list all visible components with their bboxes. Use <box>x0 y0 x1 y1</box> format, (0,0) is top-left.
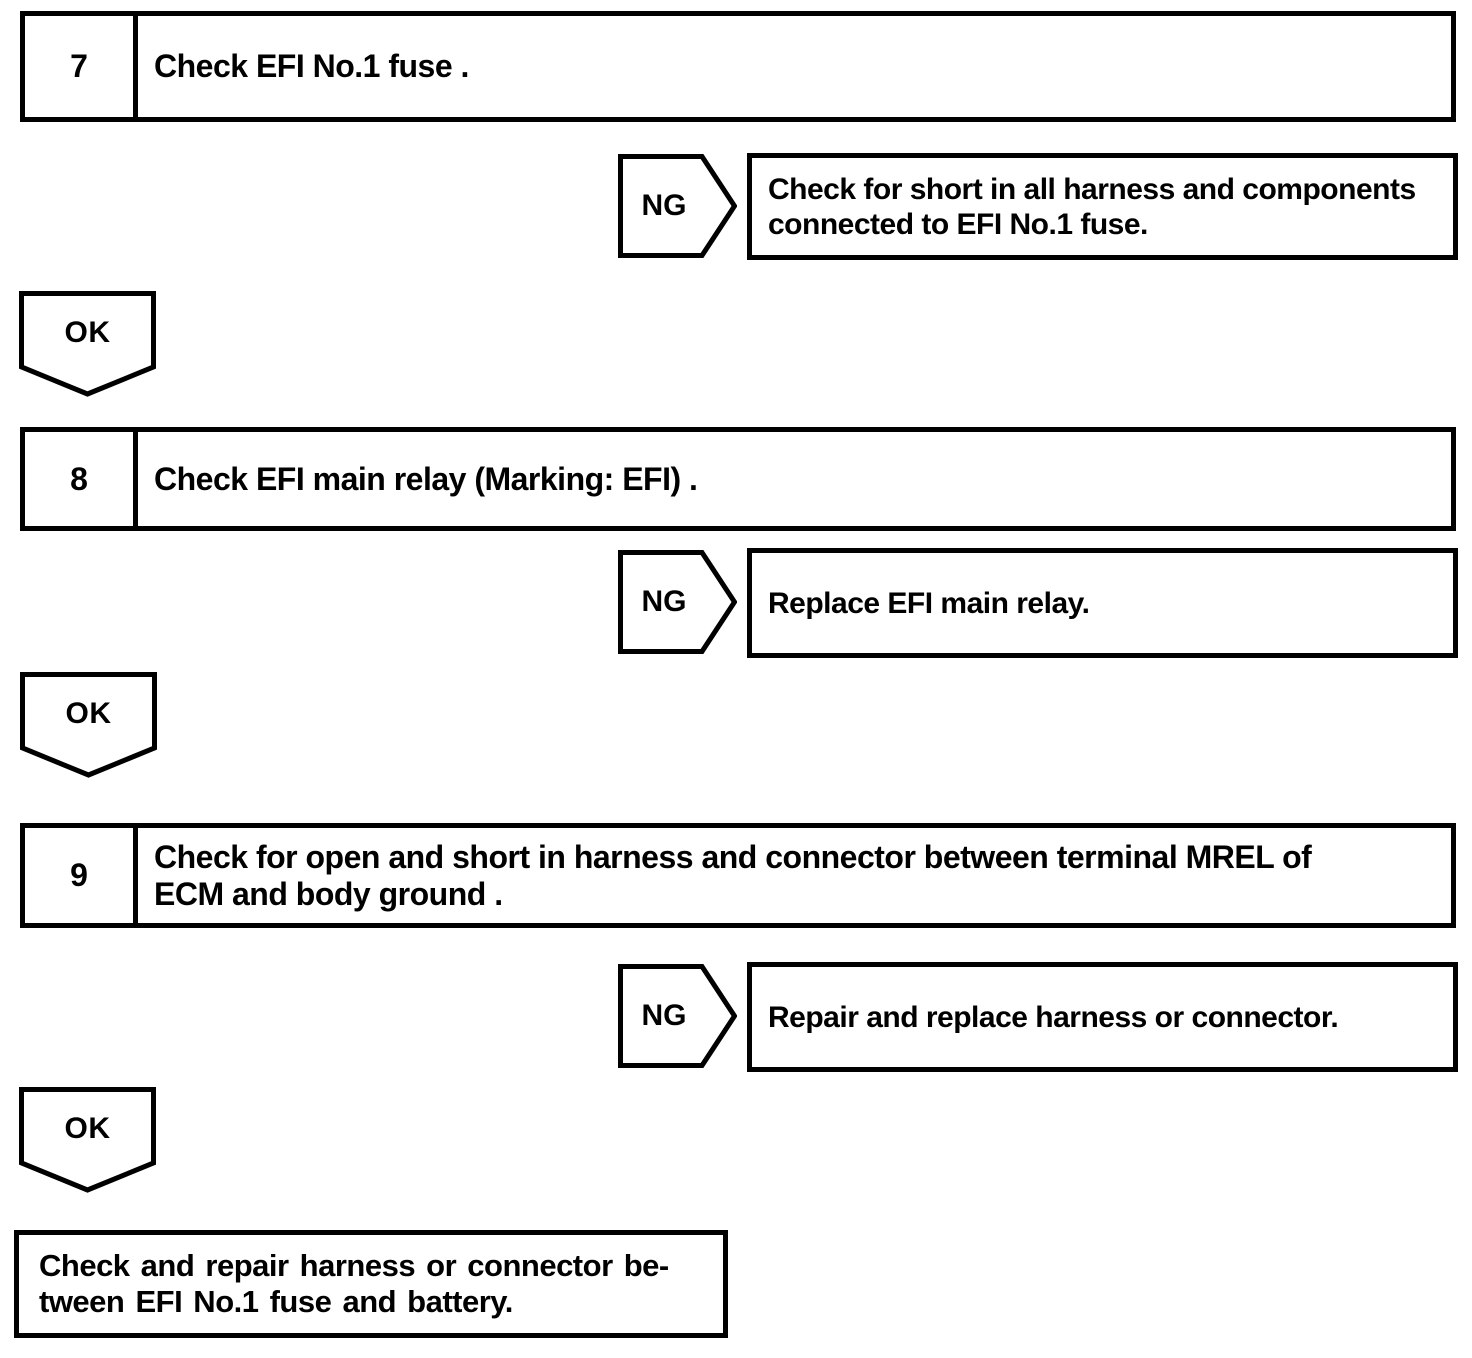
ng-action-line: Replace EFI main relay. <box>768 586 1090 620</box>
ok-label: OK <box>64 316 111 349</box>
ng-pentagon-shape <box>618 550 737 654</box>
ng-label: NG <box>641 999 687 1032</box>
ok-pentagon-shape <box>19 1087 156 1193</box>
ok-arrow-icon: OK <box>20 672 157 778</box>
step-7-number: 7 <box>25 16 138 117</box>
ng-arrow-icon: NG <box>618 154 737 258</box>
step-9-box: 9 Check for open and short in harness an… <box>20 823 1456 928</box>
ng-label: NG <box>641 189 687 222</box>
step-9-title-line: Check for open and short in harness and … <box>154 838 1312 875</box>
step-9-title-line: ECM and body ground . <box>154 875 503 912</box>
ng-action-box-3: Repair and replace harness or connector. <box>747 962 1458 1072</box>
ng-arrow-icon: NG <box>618 550 737 654</box>
ok-label: OK <box>65 697 112 730</box>
step-8-title-text: Check EFI main relay (Marking: EFI) . <box>154 460 698 497</box>
ok-label: OK <box>64 1112 111 1145</box>
ok-pentagon-shape <box>20 672 157 778</box>
ng-action-box-2: Replace EFI main relay. <box>747 548 1458 658</box>
ng-pentagon-shape <box>618 964 737 1068</box>
ng-action-line: connected to EFI No.1 fuse. <box>768 207 1148 241</box>
ok-arrow-icon: OK <box>19 291 156 397</box>
ng-label: NG <box>641 585 687 618</box>
ng-action-line: Check for short in all harness and compo… <box>768 172 1416 206</box>
final-action-box: Check and repair harness or connector be… <box>14 1230 728 1338</box>
final-action-line: Check and repair harness or connector be… <box>39 1248 669 1283</box>
final-action-line: tween EFI No.1 fuse and battery. <box>39 1284 513 1319</box>
step-8-number: 8 <box>25 432 138 526</box>
step-8-box: 8 Check EFI main relay (Marking: EFI) . <box>20 427 1456 531</box>
ng-action-line: Repair and replace harness or connector. <box>768 1000 1339 1034</box>
ok-pentagon-shape <box>19 291 156 397</box>
ng-arrow-icon: NG <box>618 964 737 1068</box>
step-9-title: Check for open and short in harness and … <box>138 828 1451 923</box>
step-7-box: 7 Check EFI No.1 fuse . <box>20 11 1456 122</box>
ng-pentagon-shape <box>618 154 737 258</box>
ok-arrow-icon: OK <box>19 1087 156 1193</box>
step-7-title: Check EFI No.1 fuse . <box>138 16 1451 117</box>
ng-action-box-1: Check for short in all harness and compo… <box>747 153 1458 260</box>
step-8-title: Check EFI main relay (Marking: EFI) . <box>138 432 1451 526</box>
step-7-title-text: Check EFI No.1 fuse . <box>154 48 469 84</box>
step-9-number: 9 <box>25 828 138 923</box>
